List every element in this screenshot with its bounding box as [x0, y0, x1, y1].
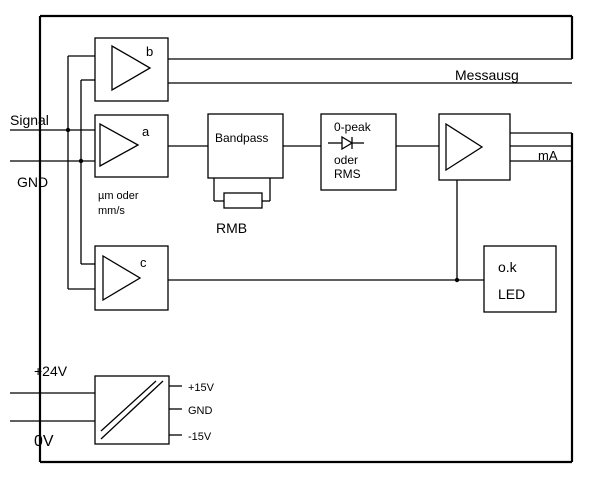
enclosure — [38, 14, 574, 464]
unit-label-1: µm oder — [98, 190, 139, 202]
zero-v-label: 0V — [34, 433, 54, 450]
amplifier-a: a — [94, 114, 169, 178]
signal-label: Signal — [10, 112, 49, 128]
plus15-label: +15V — [188, 382, 215, 394]
bandpass-label: Bandpass — [215, 131, 268, 145]
messausg-lines — [168, 58, 572, 84]
gnd-out-label: GND — [188, 405, 213, 417]
rmb-label: RMB — [216, 220, 247, 236]
signal-chain — [168, 132, 572, 162]
peak-rms-detector: 0-peak oder RMS — [320, 113, 397, 191]
messausg-label: Messausg — [455, 67, 519, 83]
unit-label-2: mm/s — [98, 205, 125, 217]
input-wiring — [10, 55, 95, 290]
rmb-resistor — [223, 192, 263, 209]
peak-label: 0-peak — [334, 120, 372, 134]
diode-icon — [341, 135, 354, 151]
output-amplifier — [438, 113, 511, 181]
rms-label: RMS — [334, 167, 361, 181]
peak-oder-label: oder — [334, 153, 358, 167]
ok-label: o.k — [498, 259, 518, 275]
power-supply: +15V GND -15V — [10, 375, 215, 445]
amplifier-c: c — [94, 245, 169, 311]
minus15-label: -15V — [188, 431, 212, 443]
amplifier-b: b — [94, 37, 169, 102]
ma-label: mA — [538, 148, 558, 163]
amplifier-a-label: a — [142, 124, 150, 139]
plus24v-label: +24V — [34, 363, 68, 379]
gnd-in-label: GND — [17, 174, 48, 190]
bandpass-filter: Bandpass RMB — [207, 113, 284, 236]
amplifier-b-label: b — [146, 44, 153, 59]
amplifier-c-label: c — [140, 255, 147, 270]
ok-led-block: o.k LED — [168, 180, 557, 313]
led-label: LED — [498, 286, 525, 302]
